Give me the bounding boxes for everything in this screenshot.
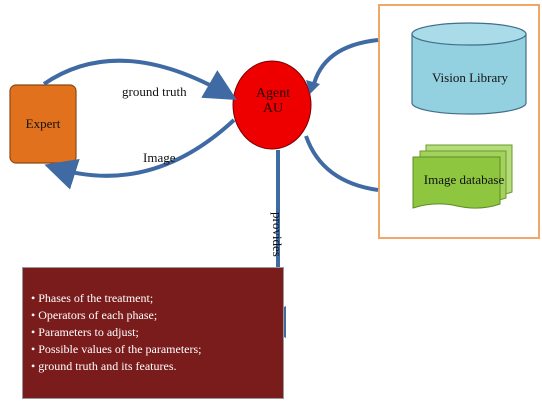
image-database-connector — [304, 135, 379, 192]
provided-items-box: Phases of the treatment; Operators of ea… — [22, 267, 284, 399]
list-item: Operators of each phase; — [31, 307, 275, 324]
provides-label: provides — [270, 212, 285, 257]
vision-connector-head — [306, 80, 320, 94]
agent-au-circle — [232, 60, 312, 150]
provided-items-list: Phases of the treatment; Operators of ea… — [31, 290, 275, 375]
ground-truth-label: ground truth — [122, 84, 187, 99]
expert-box — [9, 84, 77, 164]
image-label: Image — [143, 150, 176, 165]
vision-library-label: Vision Library — [431, 70, 509, 85]
list-item: Phases of the treatment; — [31, 290, 275, 307]
image-database-label: Image database — [423, 172, 505, 187]
agent-au-label: Agent AU — [233, 86, 313, 117]
agent-label-line2: AU — [262, 101, 284, 117]
list-item: Possible values of the parameters; — [31, 341, 275, 358]
list-item: Parameters to adjust; — [31, 324, 275, 341]
vision-library-connector — [311, 38, 379, 89]
ground-truth-arrow — [42, 58, 237, 101]
list-item: ground truth and its features. — [31, 358, 275, 375]
image-arrow — [44, 118, 236, 190]
image-database-stack — [412, 144, 513, 209]
agent-label-line1: Agent — [255, 86, 291, 101]
expert-label: Expert — [25, 116, 61, 131]
vision-library-cylinder — [411, 22, 527, 115]
